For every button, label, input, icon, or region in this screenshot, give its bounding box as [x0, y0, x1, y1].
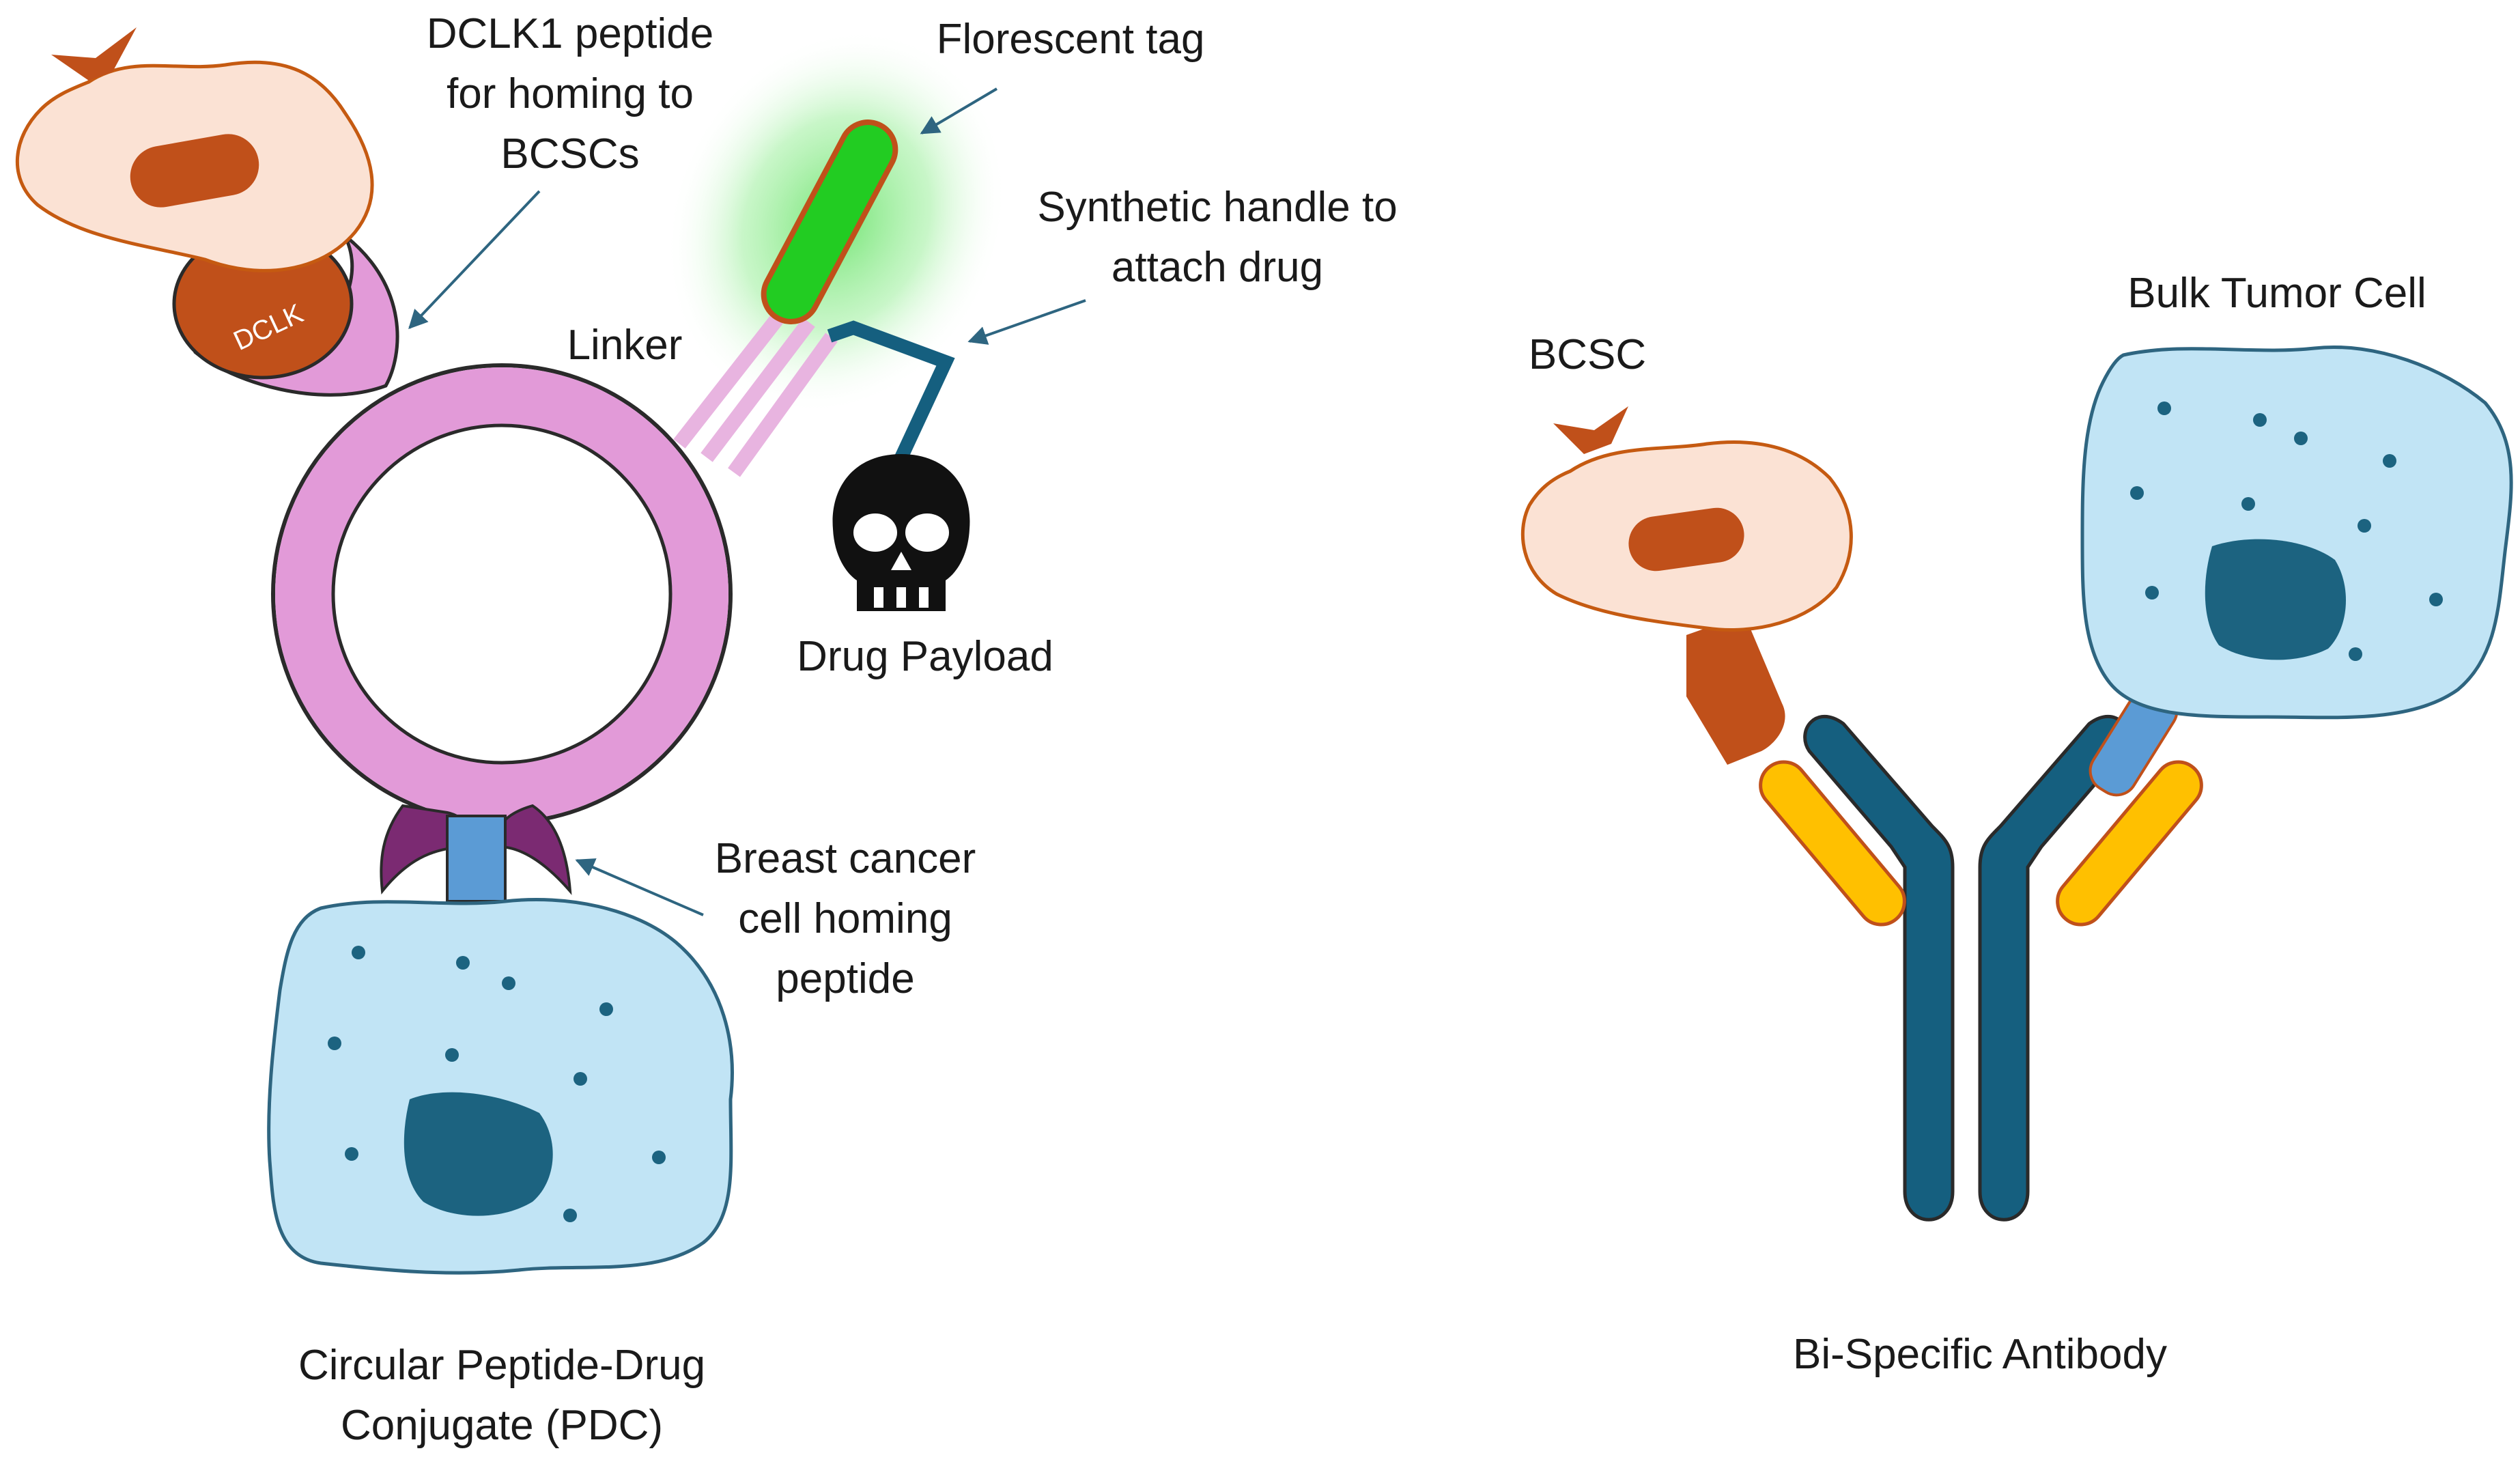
label-linker: Linker: [567, 322, 683, 369]
label-breast-peptide-line1: Breast cancer: [714, 835, 976, 882]
label-breast-peptide-line3: peptide: [776, 955, 915, 1002]
label-dclk1-line3: BCSCs: [500, 130, 640, 178]
bulk-tumor-nucleus: [2205, 539, 2347, 660]
arrow-dclk1: [408, 190, 541, 330]
bulk-tumor-cell: [2080, 345, 2513, 720]
arrow-breast-peptide: [575, 858, 704, 916]
bcsc-nucleus-right: [1628, 507, 1744, 572]
caption-pdc-line1: Circular Peptide-Drug: [298, 1342, 706, 1389]
ring-inner-edge: [331, 423, 673, 765]
tumor-nucleus-left: [404, 1092, 553, 1216]
antibody-heavy-chains: [1803, 714, 2129, 1222]
label-bcsc: BCSC: [1528, 331, 1647, 378]
bcsc-nucleus-left: [130, 134, 259, 208]
arrow-florescent: [920, 87, 998, 135]
label-breast-peptide-line2: cell homing: [738, 895, 952, 942]
label-dclk1-line1: DCLK1 peptide: [426, 10, 714, 57]
florescent-tag-capsule: [761, 119, 898, 324]
synthetic-handle: [827, 320, 955, 461]
arrow-handle: [967, 299, 1086, 345]
pointer-arrows: [408, 87, 1086, 916]
label-drug-payload: Drug Payload: [797, 633, 1053, 680]
skull-icon: [832, 454, 970, 611]
label-synthetic-handle-line1: Synthetic handle to: [1037, 184, 1398, 231]
label-synthetic-handle-line2: attach drug: [1111, 244, 1324, 291]
bcsc-sprout-left: [51, 27, 137, 81]
tumor-cell-left: [267, 898, 734, 1275]
label-florescent-tag: Florescent tag: [936, 16, 1205, 63]
antibody-dclk-binder: [1686, 615, 1785, 765]
label-bulk-tumor-cell: Bulk Tumor Cell: [2127, 270, 2426, 317]
linker-lines: [673, 304, 838, 477]
caption-pdc-line2: Conjugate (PDC): [340, 1402, 664, 1449]
caption-bispecific-antibody: Bi-Specific Antibody: [1793, 1331, 2167, 1378]
antibody-light-chains: [1759, 760, 2203, 927]
circular-peptide-ring-band: [275, 367, 728, 821]
bcsc-sprout-right: [1553, 406, 1628, 454]
breast-cancer-homing-peptide: [446, 815, 507, 903]
label-dclk1-line2: for homing to: [447, 70, 694, 117]
tumor-dots-left: [328, 946, 666, 1222]
bulk-tumor-dots: [2130, 401, 2443, 661]
